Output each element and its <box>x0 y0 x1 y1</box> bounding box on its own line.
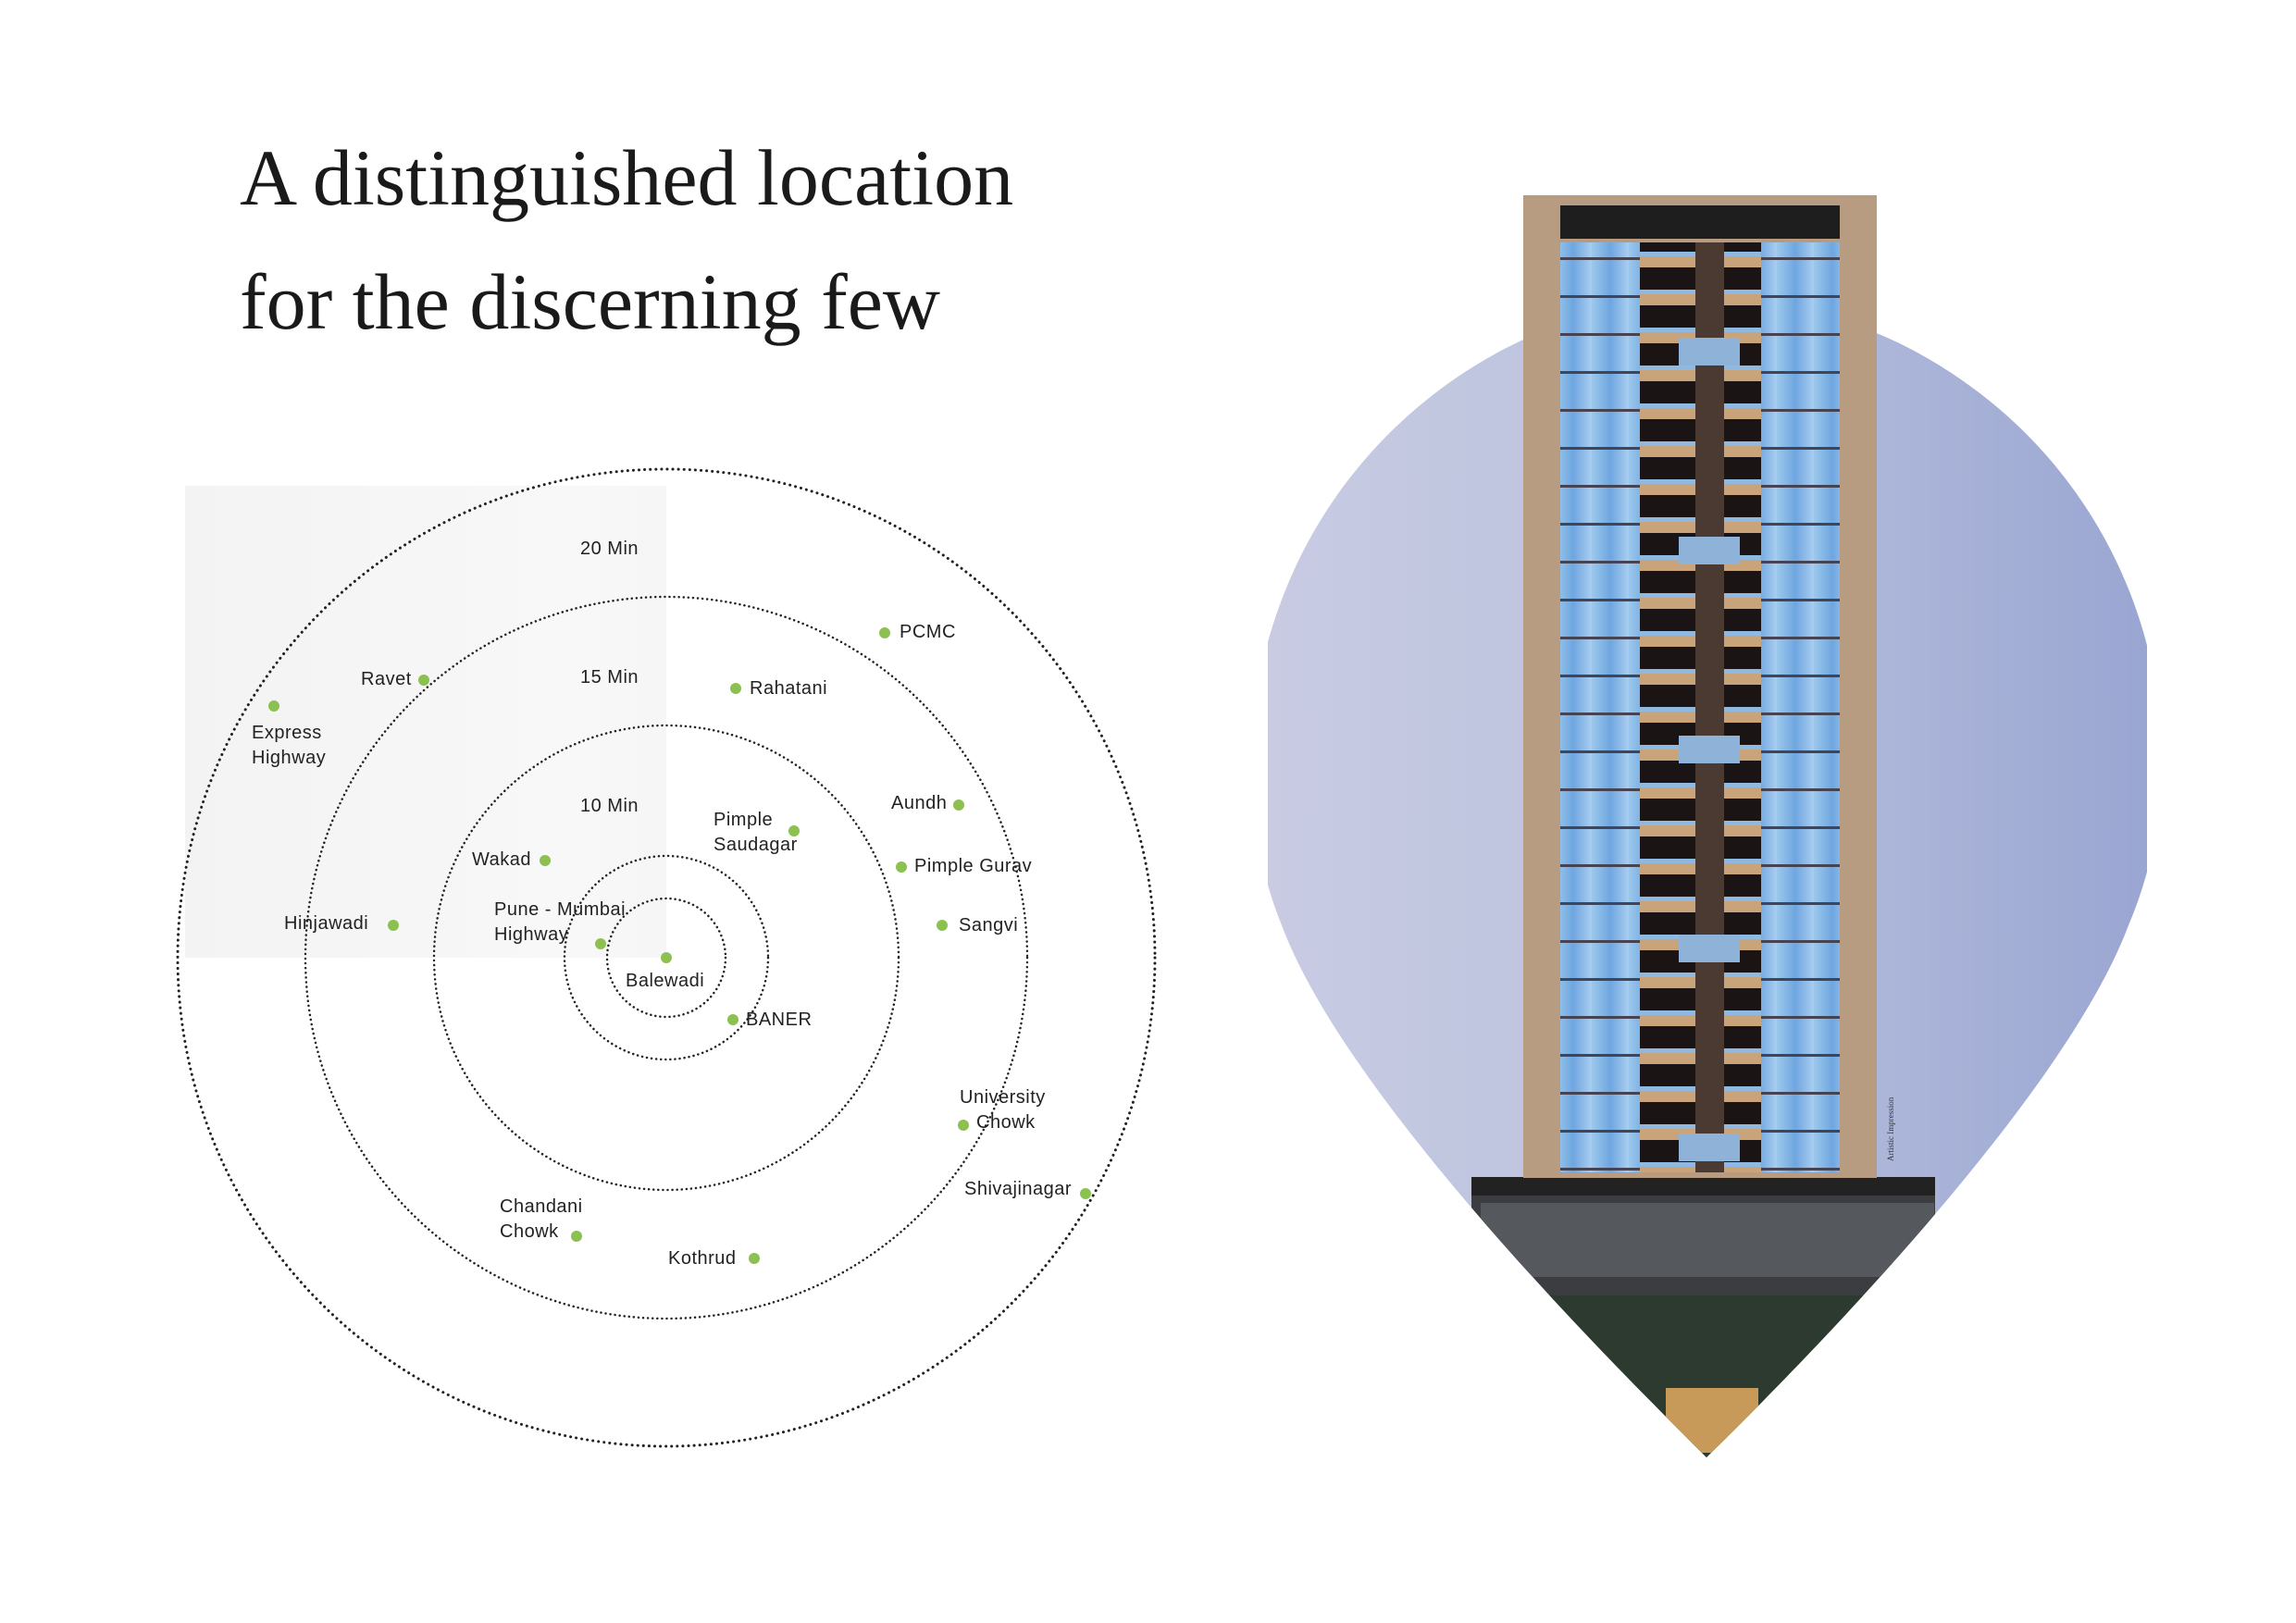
location-aundh: Aundh <box>891 793 948 813</box>
location-dot <box>788 825 800 836</box>
location-pimple-gurav: Pimple Gurav <box>914 856 1033 876</box>
page-title: A distinguished location for the discern… <box>240 116 1013 364</box>
ring-10min <box>432 724 900 1192</box>
ring-label-10: 10 Min <box>580 796 639 816</box>
location-dot <box>896 861 907 873</box>
location-ravet: Ravet <box>361 669 412 689</box>
location-dot <box>937 920 948 931</box>
faded-map-background <box>185 486 666 958</box>
location-dot <box>1080 1188 1091 1199</box>
location-dot <box>418 675 429 686</box>
location-shivajinagar: Shivajinagar <box>964 1179 1073 1199</box>
ring-15min <box>304 595 1029 1320</box>
location-sangvi: Sangvi <box>959 915 1019 935</box>
location-dot <box>879 627 890 638</box>
location-pcmc: PCMC <box>900 622 956 642</box>
location-dot <box>268 700 279 712</box>
ring-5min <box>563 854 770 1061</box>
location-dot-balewadi <box>661 952 672 963</box>
location-baner: BANER <box>746 1010 813 1030</box>
location-dot <box>749 1253 760 1264</box>
location-dot <box>730 683 741 694</box>
location-hinjawadi: Hinjawadi <box>284 913 369 934</box>
ring-20min <box>176 467 1157 1448</box>
location-dot <box>727 1014 738 1025</box>
location-dot <box>958 1120 969 1131</box>
location-rahatani: Rahatani <box>750 678 828 699</box>
ring-label-15: 15 Min <box>580 667 639 688</box>
title-line-2: for the discerning few <box>240 257 940 346</box>
location-dot <box>388 920 399 931</box>
location-wakad: Wakad <box>472 849 532 870</box>
location-dot <box>595 938 606 949</box>
location-balewadi: Balewadi <box>626 971 705 991</box>
ring-label-20: 20 Min <box>580 539 639 559</box>
artistic-impression-caption: Artistic Impression <box>1886 1096 1895 1161</box>
ring-5min-inner <box>605 897 727 1019</box>
location-dot <box>540 855 551 866</box>
title-line-1: A distinguished location <box>240 133 1014 222</box>
location-kothrud: Kothrud <box>668 1248 737 1269</box>
location-dot <box>953 799 964 811</box>
location-dot <box>571 1231 582 1242</box>
tower <box>1523 195 1877 1178</box>
